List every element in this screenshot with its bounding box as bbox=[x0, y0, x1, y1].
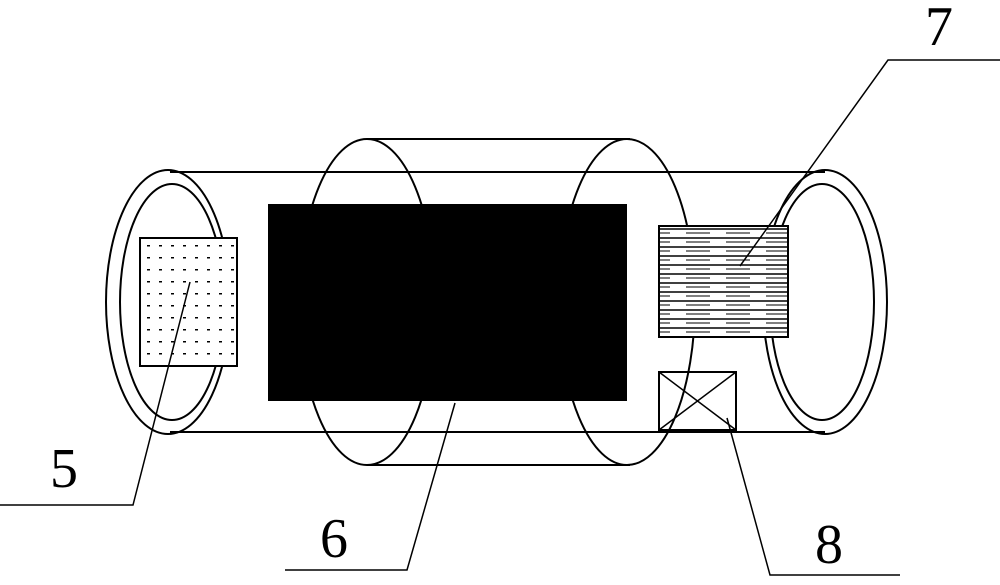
leader-line-6 bbox=[285, 403, 455, 570]
callout-5: 5 bbox=[50, 438, 78, 500]
component-5-dotted-panel bbox=[140, 238, 237, 366]
callout-7: 7 bbox=[925, 0, 953, 58]
callout-8: 8 bbox=[815, 514, 843, 576]
component-8-crossed-box bbox=[659, 372, 736, 430]
component-6-solid-block bbox=[269, 205, 626, 400]
leader-line-8 bbox=[727, 418, 900, 575]
component-7-hatched-panel bbox=[659, 226, 788, 337]
callout-6: 6 bbox=[320, 508, 348, 570]
